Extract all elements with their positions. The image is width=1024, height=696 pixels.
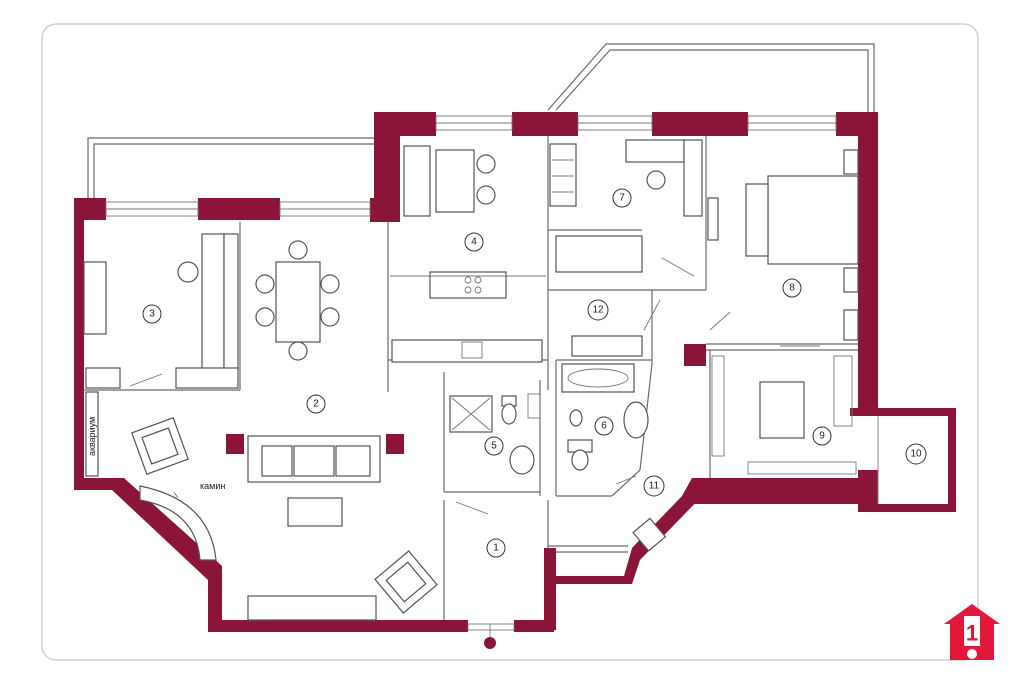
room-9-furniture bbox=[711, 345, 857, 475]
balconies bbox=[87, 43, 875, 198]
room-1-furniture bbox=[455, 501, 667, 649]
room-badge-5: 5 bbox=[484, 436, 504, 456]
room-badge-7: 7 bbox=[612, 188, 632, 208]
svg-text:3: 3 bbox=[149, 309, 155, 320]
room-8-furniture bbox=[707, 149, 859, 341]
svg-text:1: 1 bbox=[493, 543, 499, 554]
svg-text:6: 6 bbox=[601, 421, 607, 432]
svg-text:8: 8 bbox=[789, 283, 795, 294]
room-badge-9: 9 bbox=[812, 426, 832, 446]
room-4-furniture bbox=[390, 145, 546, 363]
room-badge-2: 2 bbox=[306, 394, 326, 414]
room-badge-12: 12 bbox=[587, 299, 609, 321]
room-7-furniture bbox=[549, 139, 703, 277]
room-badge-10: 10 bbox=[905, 443, 927, 465]
svg-text:9: 9 bbox=[819, 431, 825, 442]
walls bbox=[74, 112, 956, 632]
room-badge-1: 1 bbox=[486, 538, 506, 558]
svg-text:12: 12 bbox=[592, 305, 604, 316]
room-badge-6: 6 bbox=[594, 416, 614, 436]
room-12-furniture bbox=[555, 235, 661, 357]
room-badge-3: 3 bbox=[142, 304, 162, 324]
fireplace-label: камин bbox=[200, 481, 225, 491]
logo-number: 1 bbox=[966, 621, 978, 646]
room-badge-11: 11 bbox=[643, 475, 665, 497]
room-badge-4: 4 bbox=[464, 232, 484, 252]
svg-text:5: 5 bbox=[491, 441, 497, 452]
plan-frame bbox=[41, 23, 979, 661]
aquarium-label: аквариум bbox=[87, 417, 97, 456]
svg-text:10: 10 bbox=[910, 449, 922, 460]
svg-text:7: 7 bbox=[619, 193, 625, 204]
svg-text:2: 2 bbox=[313, 399, 319, 410]
room-badge-8: 8 bbox=[782, 278, 802, 298]
windows bbox=[105, 115, 837, 631]
svg-text:4: 4 bbox=[471, 237, 477, 248]
room-5-furniture bbox=[449, 393, 541, 475]
room-3-furniture bbox=[83, 233, 239, 389]
svg-text:11: 11 bbox=[649, 481, 660, 492]
house-key-icon: 1 bbox=[944, 604, 1000, 660]
room-6-furniture bbox=[561, 363, 649, 485]
room-2-furniture bbox=[85, 240, 438, 621]
